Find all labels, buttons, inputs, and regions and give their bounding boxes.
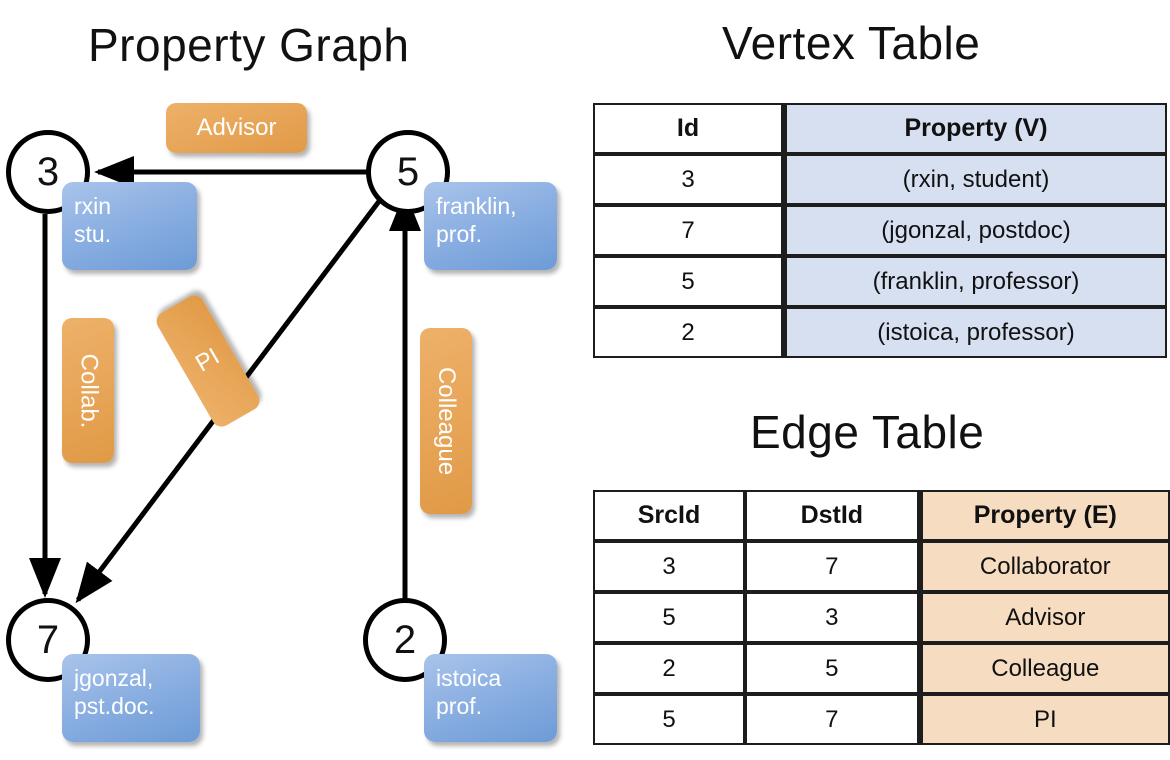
- vertex-table-cell-id: 2: [593, 307, 783, 358]
- vertex-table-header-id: Id: [593, 103, 783, 154]
- node-property-line: prof.: [436, 693, 483, 720]
- table-row: 5 (franklin, professor): [593, 256, 1167, 307]
- edge-table-cell-property: Advisor: [918, 592, 1170, 643]
- edge-table: SrcId DstId Property (E) 3 7 Collaborato…: [593, 490, 1170, 745]
- edge-table-cell-property: Collaborator: [918, 541, 1170, 592]
- edge-table-cell-property: PI: [918, 694, 1170, 745]
- node-property-box-istoica: istoica prof.: [424, 654, 557, 742]
- node-property-line: jgonzal,: [74, 665, 154, 691]
- table-header-row: Id Property (V): [593, 103, 1167, 154]
- edge-table-header-property: Property (E): [918, 490, 1170, 541]
- node-property-box-franklin: franklin, prof.: [424, 182, 557, 270]
- edge-label-collab: Collab.: [62, 318, 114, 463]
- page-title-edge-table: Edge Table: [750, 406, 985, 458]
- table-row: 7 (jgonzal, postdoc): [593, 205, 1167, 256]
- edge-label-advisor: Advisor: [166, 103, 307, 153]
- page-title-property-graph: Property Graph: [88, 19, 410, 71]
- node-property-line: istoica: [436, 665, 502, 691]
- edge-label-text: Advisor: [196, 114, 277, 141]
- edge-table-cell-dstid: 7: [745, 541, 919, 592]
- edge-table-cell-dstid: 5: [745, 643, 919, 694]
- edge-table-cell-dstid: 3: [745, 592, 919, 643]
- edge-table-cell-srcid: 5: [593, 592, 746, 643]
- table-row: 5 3 Advisor: [593, 592, 1170, 643]
- edge-table-header-srcid: SrcId: [593, 490, 746, 541]
- edge-table-cell-srcid: 2: [593, 643, 746, 694]
- vertex-table-cell-property: (rxin, student): [783, 154, 1167, 205]
- edge-label-text: PI: [191, 343, 225, 378]
- node-property-box-jgonzal: jgonzal, pst.doc.: [62, 654, 200, 742]
- edge-table-cell-property: Colleague: [918, 643, 1170, 694]
- edge-label-text: Collab.: [75, 353, 102, 428]
- vertex-table-cell-id: 5: [593, 256, 783, 307]
- edge-table-header-dstid: DstId: [745, 490, 919, 541]
- edge-label-text: Colleague: [433, 366, 460, 476]
- node-property-line: rxin: [74, 193, 112, 219]
- vertex-table-cell-property: (franklin, professor): [783, 256, 1167, 307]
- node-property-line: franklin,: [436, 193, 517, 219]
- node-property-line: pst.doc.: [74, 693, 155, 720]
- property-graph-diagram: 3 5 7 2 rxin stu. franklin, prof. jgonza…: [0, 90, 585, 760]
- edge-label-colleague: Colleague: [420, 328, 472, 514]
- node-property-line: stu.: [74, 221, 112, 248]
- vertex-table-cell-id: 3: [593, 154, 783, 205]
- node-property-box-rxin: rxin stu.: [62, 182, 197, 270]
- table-row: 5 7 PI: [593, 694, 1170, 745]
- table-row: 3 7 Collaborator: [593, 541, 1170, 592]
- table-row: 2 5 Colleague: [593, 643, 1170, 694]
- vertex-table-cell-property: (jgonzal, postdoc): [783, 205, 1167, 256]
- vertex-table-header-property: Property (V): [783, 103, 1167, 154]
- edge-table-cell-srcid: 5: [593, 694, 746, 745]
- edge-table-cell-dstid: 7: [745, 694, 919, 745]
- vertex-table: Id Property (V) 3 (rxin, student) 7 (jgo…: [593, 103, 1167, 358]
- vertex-table-cell-property: (istoica, professor): [783, 307, 1167, 358]
- table-row: 2 (istoica, professor): [593, 307, 1167, 358]
- edge-table-cell-srcid: 3: [593, 541, 746, 592]
- table-header-row: SrcId DstId Property (E): [593, 490, 1170, 541]
- graph-node-3[interactable]: 3: [6, 130, 90, 214]
- vertex-table-cell-id: 7: [593, 205, 783, 256]
- table-row: 3 (rxin, student): [593, 154, 1167, 205]
- node-property-line: prof.: [436, 221, 483, 248]
- page-title-vertex-table: Vertex Table: [722, 17, 981, 69]
